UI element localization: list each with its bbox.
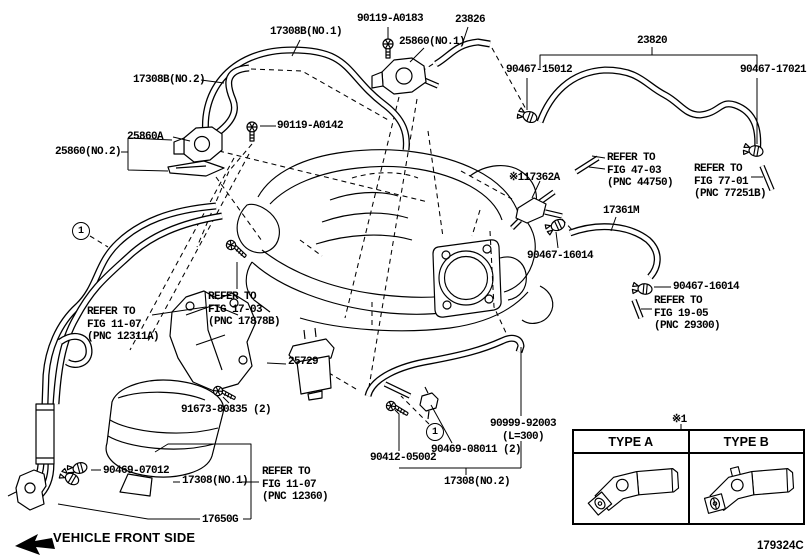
callout-25860a: 25860A — [127, 131, 164, 143]
pipe-17650g-art — [35, 403, 55, 465]
clamp-90467-15012-art — [515, 106, 540, 126]
hose-23826-art — [434, 38, 491, 68]
hose-17361m-art — [568, 223, 661, 280]
callout-refer-fig-47-03: REFER TO FIG 47-03 (PNC 44750) — [607, 152, 674, 189]
bolt-90119-a0142-art — [246, 121, 258, 142]
clip-90469-08011-art — [419, 386, 439, 420]
callout-17308-no2: 17308(NO.2) — [444, 476, 511, 488]
variant-table: TYPE A TYPE B — [572, 429, 805, 525]
callout-90119-a0142: 90119-A0142 — [277, 120, 344, 132]
callout-25860-no1: 25860(NO.1) — [399, 36, 466, 48]
callout-90467-17021: 90467-17021 — [740, 64, 807, 76]
type-b-hose-illustration — [704, 465, 795, 514]
drawing-code: 179324C — [757, 540, 804, 552]
callout-90467-16014-a: 90467-16014 — [527, 250, 594, 262]
callout-refer-fig-77-01: REFER TO FIG 77-01 (PNC 77251B) — [694, 163, 767, 200]
bolt-90119-a0183-art — [382, 38, 394, 59]
callout-refer-fig-11-07-b: REFER TO FIG 11-07 (PNC 12360) — [262, 466, 329, 503]
hose-17308-no2-art — [364, 334, 525, 398]
vehicle-front-side-label: VEHICLE FRONT SIDE — [53, 530, 196, 545]
hose-23820-art — [536, 66, 762, 156]
callout-17308b-no2: 17308B(NO.2) — [133, 74, 206, 86]
intake-manifold-art — [236, 149, 554, 332]
circled-number-1-bottom: 1 — [426, 423, 444, 441]
clamp-90467-16014-b-art — [631, 281, 654, 296]
table-marker-note1: ※1 — [672, 414, 687, 426]
callout-90119-a0183: 90119-A0183 — [357, 13, 424, 25]
callout-91673-80835: 91673-80835 (2) — [181, 404, 272, 416]
callout-117362a: ※117362A — [509, 172, 560, 184]
connector-90999-art — [383, 381, 412, 399]
callout-17650g: 17650G — [202, 514, 239, 526]
callout-90469-07012: 90469-07012 — [103, 465, 170, 477]
stub-tubes-art — [574, 155, 775, 319]
type-a-cell — [574, 454, 690, 523]
vsv-25729-art — [288, 327, 335, 401]
clamp-90469-07012-art — [57, 460, 89, 488]
type-b-cell — [690, 454, 804, 523]
callout-25860-no2: 25860(NO.2) — [55, 146, 122, 158]
callout-23820: 23820 — [637, 35, 668, 47]
callout-90412-05002: 90412-05002 — [370, 452, 437, 464]
engine-mount-bracket-art — [105, 290, 257, 497]
callout-90469-08011: 90469-08011 (2) — [431, 444, 522, 456]
callout-refer-fig-11-07-a: REFER TO FIG 11-07 (PNC 12311A) — [87, 306, 160, 343]
callout-17308b-no1: 17308B(NO.1) — [270, 26, 343, 38]
circled-number-1-left: 1 — [72, 222, 90, 240]
leader-lines — [57, 26, 763, 520]
left-valve-fitting-art — [7, 469, 47, 511]
vehicle-front-arrow — [15, 534, 55, 555]
stud-17878b-art — [223, 238, 251, 259]
screw-90412-05002-art — [384, 400, 411, 417]
callout-17361m: 17361M — [603, 205, 640, 217]
callout-90999-92003: 90999-92003 (L=300) — [489, 418, 557, 443]
callout-90467-15012: 90467-15012 — [506, 64, 573, 76]
callout-90467-16014-b: 90467-16014 — [673, 281, 740, 293]
variant-table-header-type-b: TYPE B — [723, 434, 769, 449]
callout-23826: 23826 — [455, 14, 486, 26]
variant-table-header-type-a: TYPE A — [574, 431, 690, 452]
type-a-hose-illustration — [587, 467, 679, 516]
fitting-117362a-art — [510, 189, 563, 230]
callout-refer-fig-17-03: REFER TO FIG 17-03 (PNC 17878B) — [208, 291, 281, 328]
callout-refer-fig-19-05: REFER TO FIG 19-05 (PNC 29300) — [654, 295, 721, 332]
hose-17308b-no1-art — [202, 46, 410, 151]
bracket-25860a-plate-art — [167, 160, 225, 177]
vsv-25860-no1-art — [371, 57, 440, 95]
hose-bundle-left-art — [24, 202, 223, 500]
callout-25729: 25729 — [288, 356, 319, 368]
hose-17308b-no2-art — [213, 64, 250, 137]
callout-17308-no1: 17308(NO.1) — [182, 475, 249, 487]
